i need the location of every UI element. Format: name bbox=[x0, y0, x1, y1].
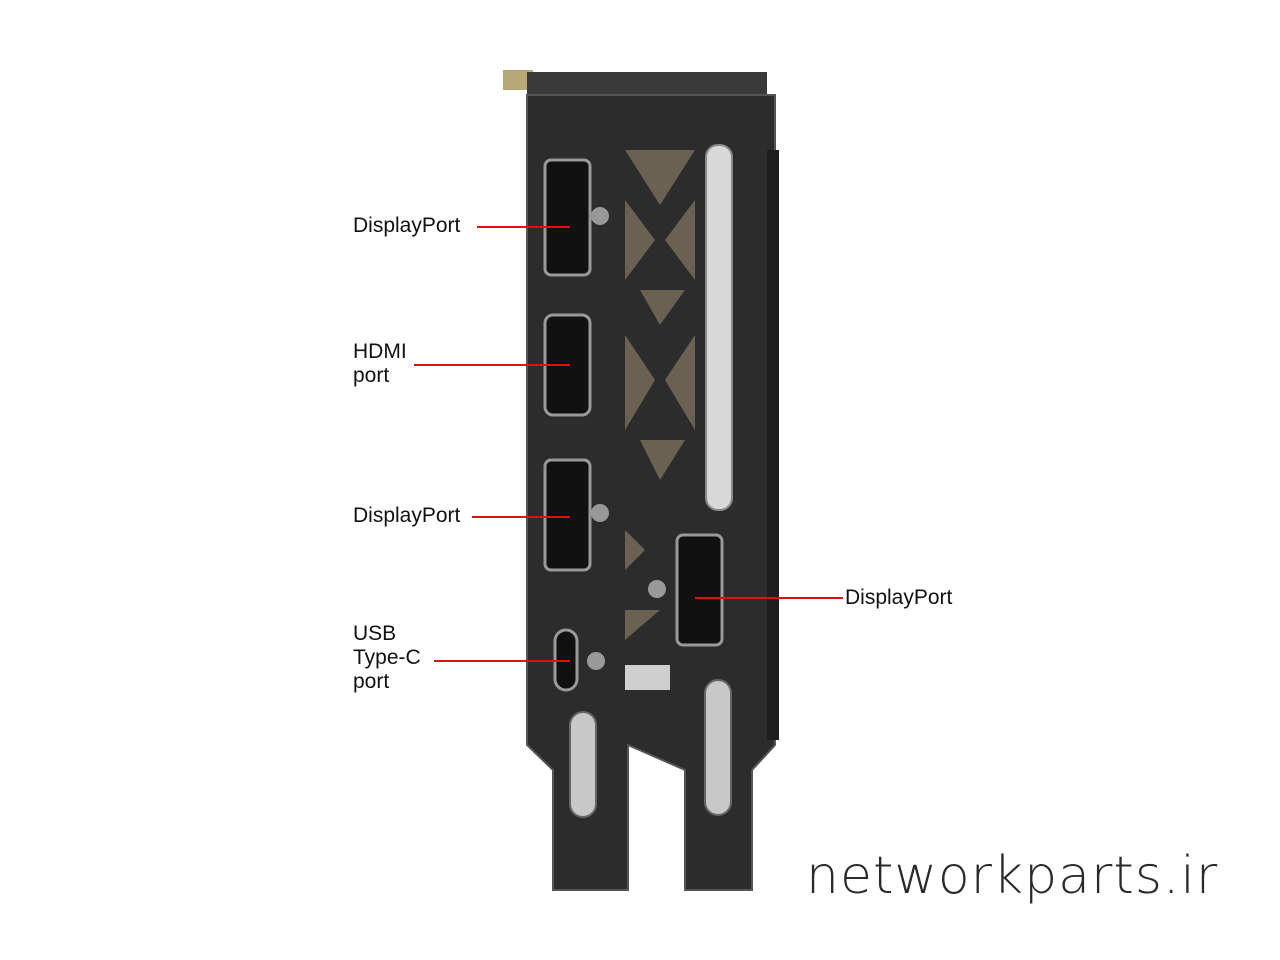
callout-usbc-line1: USB bbox=[353, 622, 397, 645]
watermark: networkparts.ir bbox=[806, 846, 1219, 906]
screws bbox=[587, 207, 666, 670]
callout-hdmi: HDMI port bbox=[353, 340, 407, 388]
callout-displayport-1: DisplayPort bbox=[353, 214, 461, 237]
callout-line-displayport-1 bbox=[477, 226, 570, 228]
callout-line-hdmi bbox=[414, 364, 570, 366]
callout-usbc-line3: port bbox=[353, 670, 390, 693]
callout-line-displayport-2 bbox=[472, 516, 570, 518]
callout-hdmi-line2: port bbox=[353, 364, 390, 387]
callout-line-displayport-3 bbox=[695, 597, 843, 599]
callout-displayport-2: DisplayPort bbox=[353, 504, 461, 527]
callout-usbc-line2: Type-C bbox=[353, 646, 421, 669]
vent-openings bbox=[625, 150, 695, 640]
callout-displayport-3: DisplayPort bbox=[845, 586, 953, 609]
callout-line-usb-c bbox=[434, 660, 570, 662]
callout-hdmi-line1: HDMI bbox=[353, 340, 407, 363]
callout-usb-c: USB Type-C port bbox=[353, 622, 421, 694]
